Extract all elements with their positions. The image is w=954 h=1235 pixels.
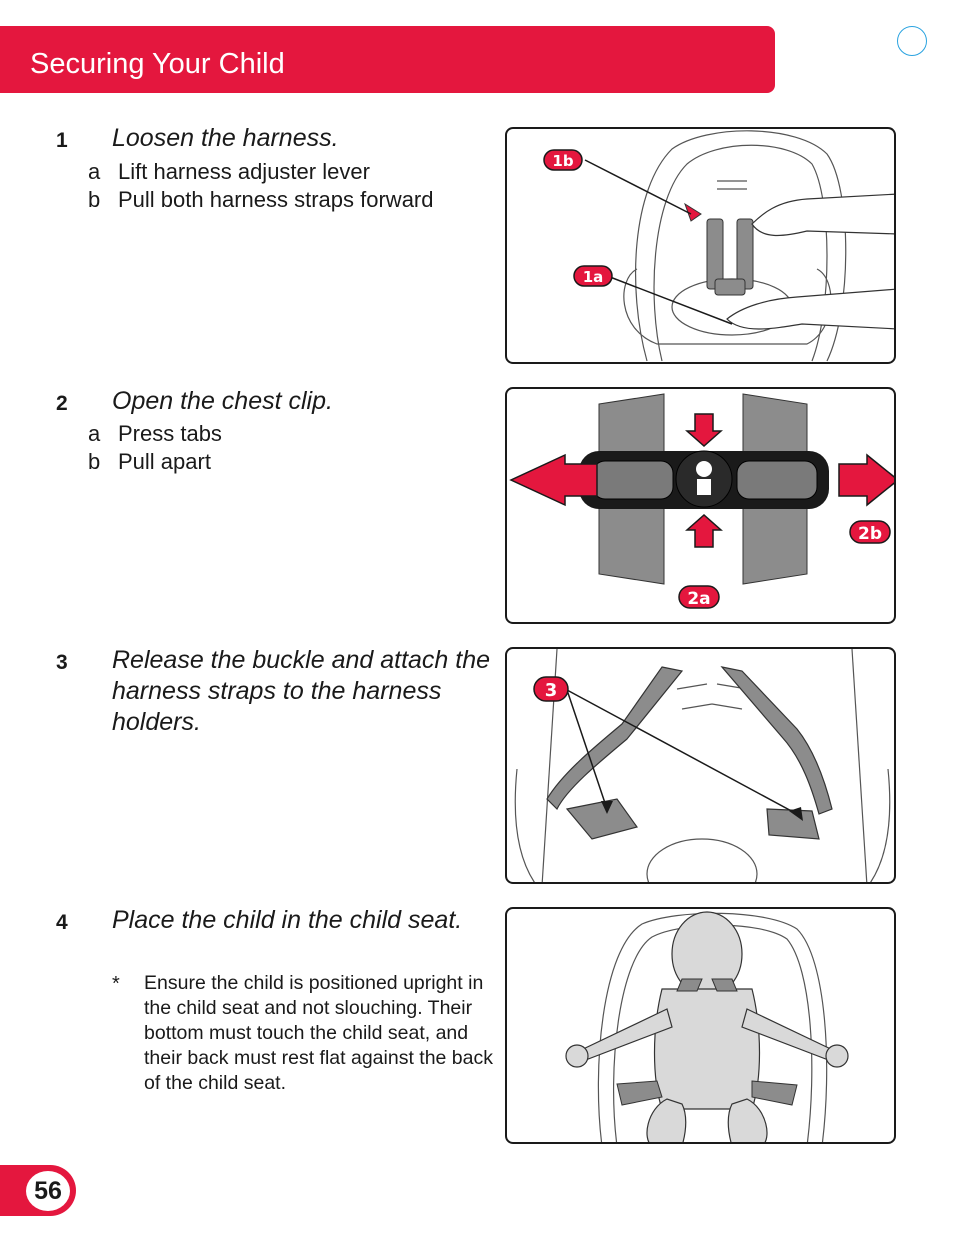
item-letter: b: [88, 449, 101, 474]
figure-label: 1a: [583, 268, 604, 286]
figure-harness-holders: 3: [505, 647, 896, 884]
seat-harness-illustration: 1b 1a: [543, 130, 894, 362]
figure-child-in-seat: [505, 907, 896, 1144]
figure-label: 2b: [858, 524, 882, 544]
figure-label: 3: [545, 680, 558, 701]
item-text: Pull apart: [118, 449, 211, 474]
step-item: b Pull apart: [88, 448, 211, 476]
item-text: Press tabs: [118, 421, 222, 446]
item-letter: b: [88, 187, 101, 212]
item-text: Pull both harness straps forward: [118, 187, 434, 212]
step-2: 2 Open the chest clip. a Press tabs b Pull…: [56, 386, 496, 486]
step-title: Open the chest clip.: [112, 387, 333, 415]
corner-circle-icon: [897, 26, 927, 56]
section-title: Securing Your Child: [30, 48, 285, 80]
figure-label: 2a: [687, 589, 710, 609]
step-title: Place the child in the child seat.: [112, 906, 463, 934]
step-4: 4 Place the child in the child seat. * E…: [56, 905, 496, 1125]
step-number: 2: [56, 392, 68, 415]
item-text: Lift harness adjuster lever: [118, 159, 370, 184]
step-title: Loosen the harness.: [112, 124, 339, 152]
step-item: a Lift harness adjuster lever: [88, 158, 370, 186]
step-number: 3: [56, 651, 68, 674]
chest-clip-illustration: 2b 2a: [509, 393, 894, 609]
step-number: 4: [56, 911, 68, 934]
step-item: b Pull both harness straps forward: [88, 186, 434, 214]
step-1: 1 Loosen the harness. a Lift harness adju…: [56, 123, 496, 243]
figure-loosen-harness: 1b 1a: [505, 127, 896, 364]
item-letter: a: [88, 159, 101, 184]
step-3: 3 Release the buckle and attach the harn…: [56, 645, 496, 745]
child-in-seat-illustration: [565, 911, 849, 1142]
figure-label: 1b: [552, 152, 573, 170]
note-text: Ensure the child is positioned upright i…: [144, 972, 494, 1094]
step-title: Release the buckle and attach the harnes…: [112, 646, 491, 736]
step-item: a Press tabs: [88, 420, 222, 448]
item-letter: a: [88, 421, 101, 446]
step-number: 1: [56, 129, 68, 152]
harness-holder-illustration: 3: [514, 649, 891, 882]
note-marker: *: [112, 973, 120, 995]
page-number: 56: [26, 1171, 70, 1211]
section-banner: Securing Your Child: [0, 26, 775, 93]
figure-chest-clip: 2b 2a: [505, 387, 896, 624]
